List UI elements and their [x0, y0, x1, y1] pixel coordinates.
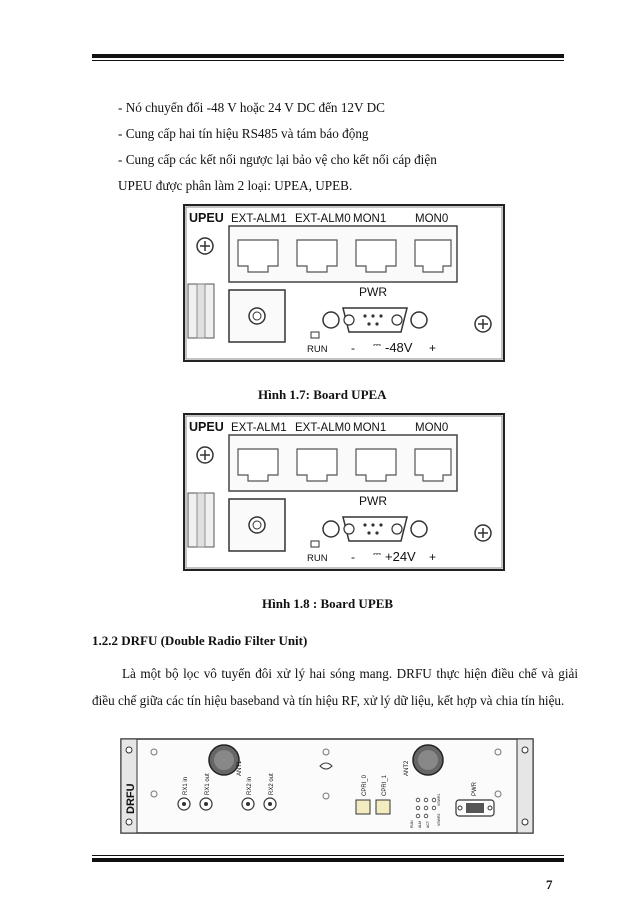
drfu-board-figure: DRFU RX1 in RX1 out ANT1 RX2 in RX2 out … [120, 738, 534, 834]
upeb-name-label: UPEU [189, 420, 224, 434]
upea-port-label-4: MON0 [415, 213, 448, 225]
intro-line: UPEU được phân làm 2 loại: UPEA, UPEB. [118, 178, 353, 193]
drfu-cpri0-port [355, 799, 371, 815]
upea-port-2 [296, 239, 338, 273]
upeb-port-label-2: EXT-ALM0 [295, 422, 351, 434]
drfu-label-rx2-in: RX2 in [247, 777, 253, 795]
bullet-1: - Nó chuyển đổi -48 V hoặc 24 V DC đến 1… [118, 100, 385, 115]
drfu-led-run: RUN [410, 820, 414, 828]
upea-plus-label: + [429, 341, 436, 355]
upeb-board-figure: UPEU EXT-ALM1 EXT-ALM0 MON1 MON0 PWR RUN… [183, 413, 505, 571]
upea-voltage-label: -48V [385, 340, 413, 355]
footer-rule [92, 858, 564, 862]
drfu-led-act: ACT [426, 820, 430, 828]
drfu-label-ant1: ANT1 [237, 760, 243, 776]
upea-port-label-3: MON1 [353, 213, 386, 225]
bullet-2: - Cung cấp hai tín hiệu RS485 và tám báo… [118, 126, 369, 141]
upea-run-led [310, 331, 320, 339]
upea-port-3 [355, 239, 397, 273]
drfu-led-alm: ALM [418, 821, 422, 828]
upeb-port-label-3: MON1 [353, 422, 386, 434]
upeb-run-led [310, 540, 320, 548]
svg-text:⎓: ⎓ [373, 340, 381, 351]
upea-port-label-2: EXT-ALM0 [295, 213, 351, 225]
drfu-led-vswr1: VSWR1 [437, 794, 441, 807]
drfu-label-rx1-out: RX1 out [205, 773, 211, 795]
upeb-port-3 [355, 448, 397, 482]
upeb-voltage-label: +24V [385, 549, 416, 564]
drfu-label-rx1-in: RX1 in [183, 777, 189, 795]
bullet-3: - Cung cấp các kết nối ngược lại bảo vệ … [118, 152, 437, 167]
upea-pwr-label: PWR [359, 285, 387, 299]
drfu-name-label: DRFU [125, 783, 137, 814]
upea-name-label: UPEU [189, 211, 224, 225]
drfu-label-cpri0: CPRI_0 [362, 774, 368, 796]
upea-port-1 [237, 239, 279, 273]
upea-port-4 [414, 239, 452, 273]
section-paragraph: Là một bộ lọc vô tuyến đôi xử lý hai són… [92, 666, 578, 708]
caption-upeb: Hình 1.8 : Board UPEB [262, 596, 394, 611]
footer-rule-thin [92, 855, 564, 856]
upea-run-label: RUN [307, 344, 328, 355]
drfu-label-rx2-out: RX2 out [269, 773, 275, 795]
upeb-port-label-4: MON0 [415, 422, 448, 434]
drfu-cpri1-port [375, 799, 391, 815]
upea-board-figure: UPEU EXT-ALM1 EXT-ALM0 MON1 MON0 PWR RUN… [183, 204, 505, 362]
drfu-label-ant2: ANT2 [404, 760, 410, 776]
drfu-label-cpri1: CPRI_1 [382, 774, 388, 796]
upeb-run-label: RUN [307, 553, 328, 564]
upeb-port-4 [414, 448, 452, 482]
upea-port-label-1: EXT-ALM1 [231, 213, 287, 225]
svg-text:⎓: ⎓ [373, 549, 381, 560]
page-number: 7 [546, 877, 553, 892]
upeb-minus-label: - [351, 550, 355, 564]
section-heading: 1.2.2 DRFU (Double Radio Filter Unit) [92, 633, 308, 648]
upea-minus-label: - [351, 341, 355, 355]
header-rule [92, 54, 564, 58]
upeb-plus-label: + [429, 550, 436, 564]
header-rule-thin [92, 60, 564, 61]
upeb-port-1 [237, 448, 279, 482]
drfu-label-pwr: PWR [472, 781, 478, 796]
upeb-port-label-1: EXT-ALM1 [231, 422, 287, 434]
drfu-led-vswr2: VSWR2 [437, 814, 441, 827]
caption-upea: Hình 1.7: Board UPEA [258, 387, 387, 402]
upeb-pwr-label: PWR [359, 494, 387, 508]
upeb-port-2 [296, 448, 338, 482]
